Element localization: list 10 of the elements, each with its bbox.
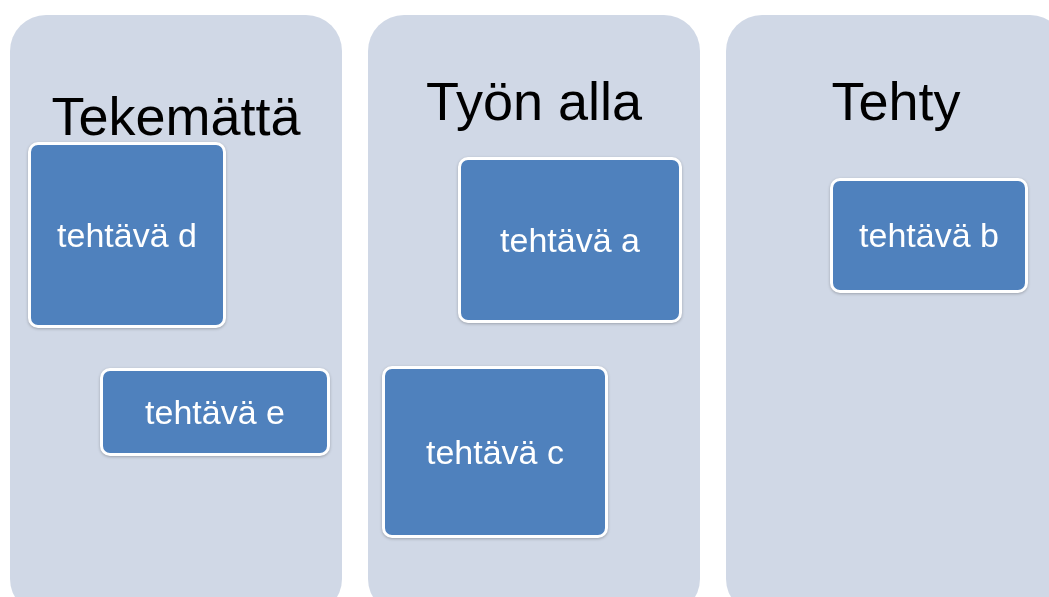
- task-card: tehtävä c: [382, 366, 608, 538]
- task-card: tehtävä d: [28, 142, 226, 328]
- board-column: [10, 15, 342, 597]
- column-heading: Tehty: [830, 70, 962, 132]
- board-column: [726, 15, 1049, 597]
- task-card: tehtävä a: [458, 157, 682, 323]
- task-card: tehtävä b: [830, 178, 1028, 293]
- board-column: [368, 15, 700, 597]
- column-heading: Työn alla: [424, 70, 644, 132]
- task-card: tehtävä e: [100, 368, 330, 456]
